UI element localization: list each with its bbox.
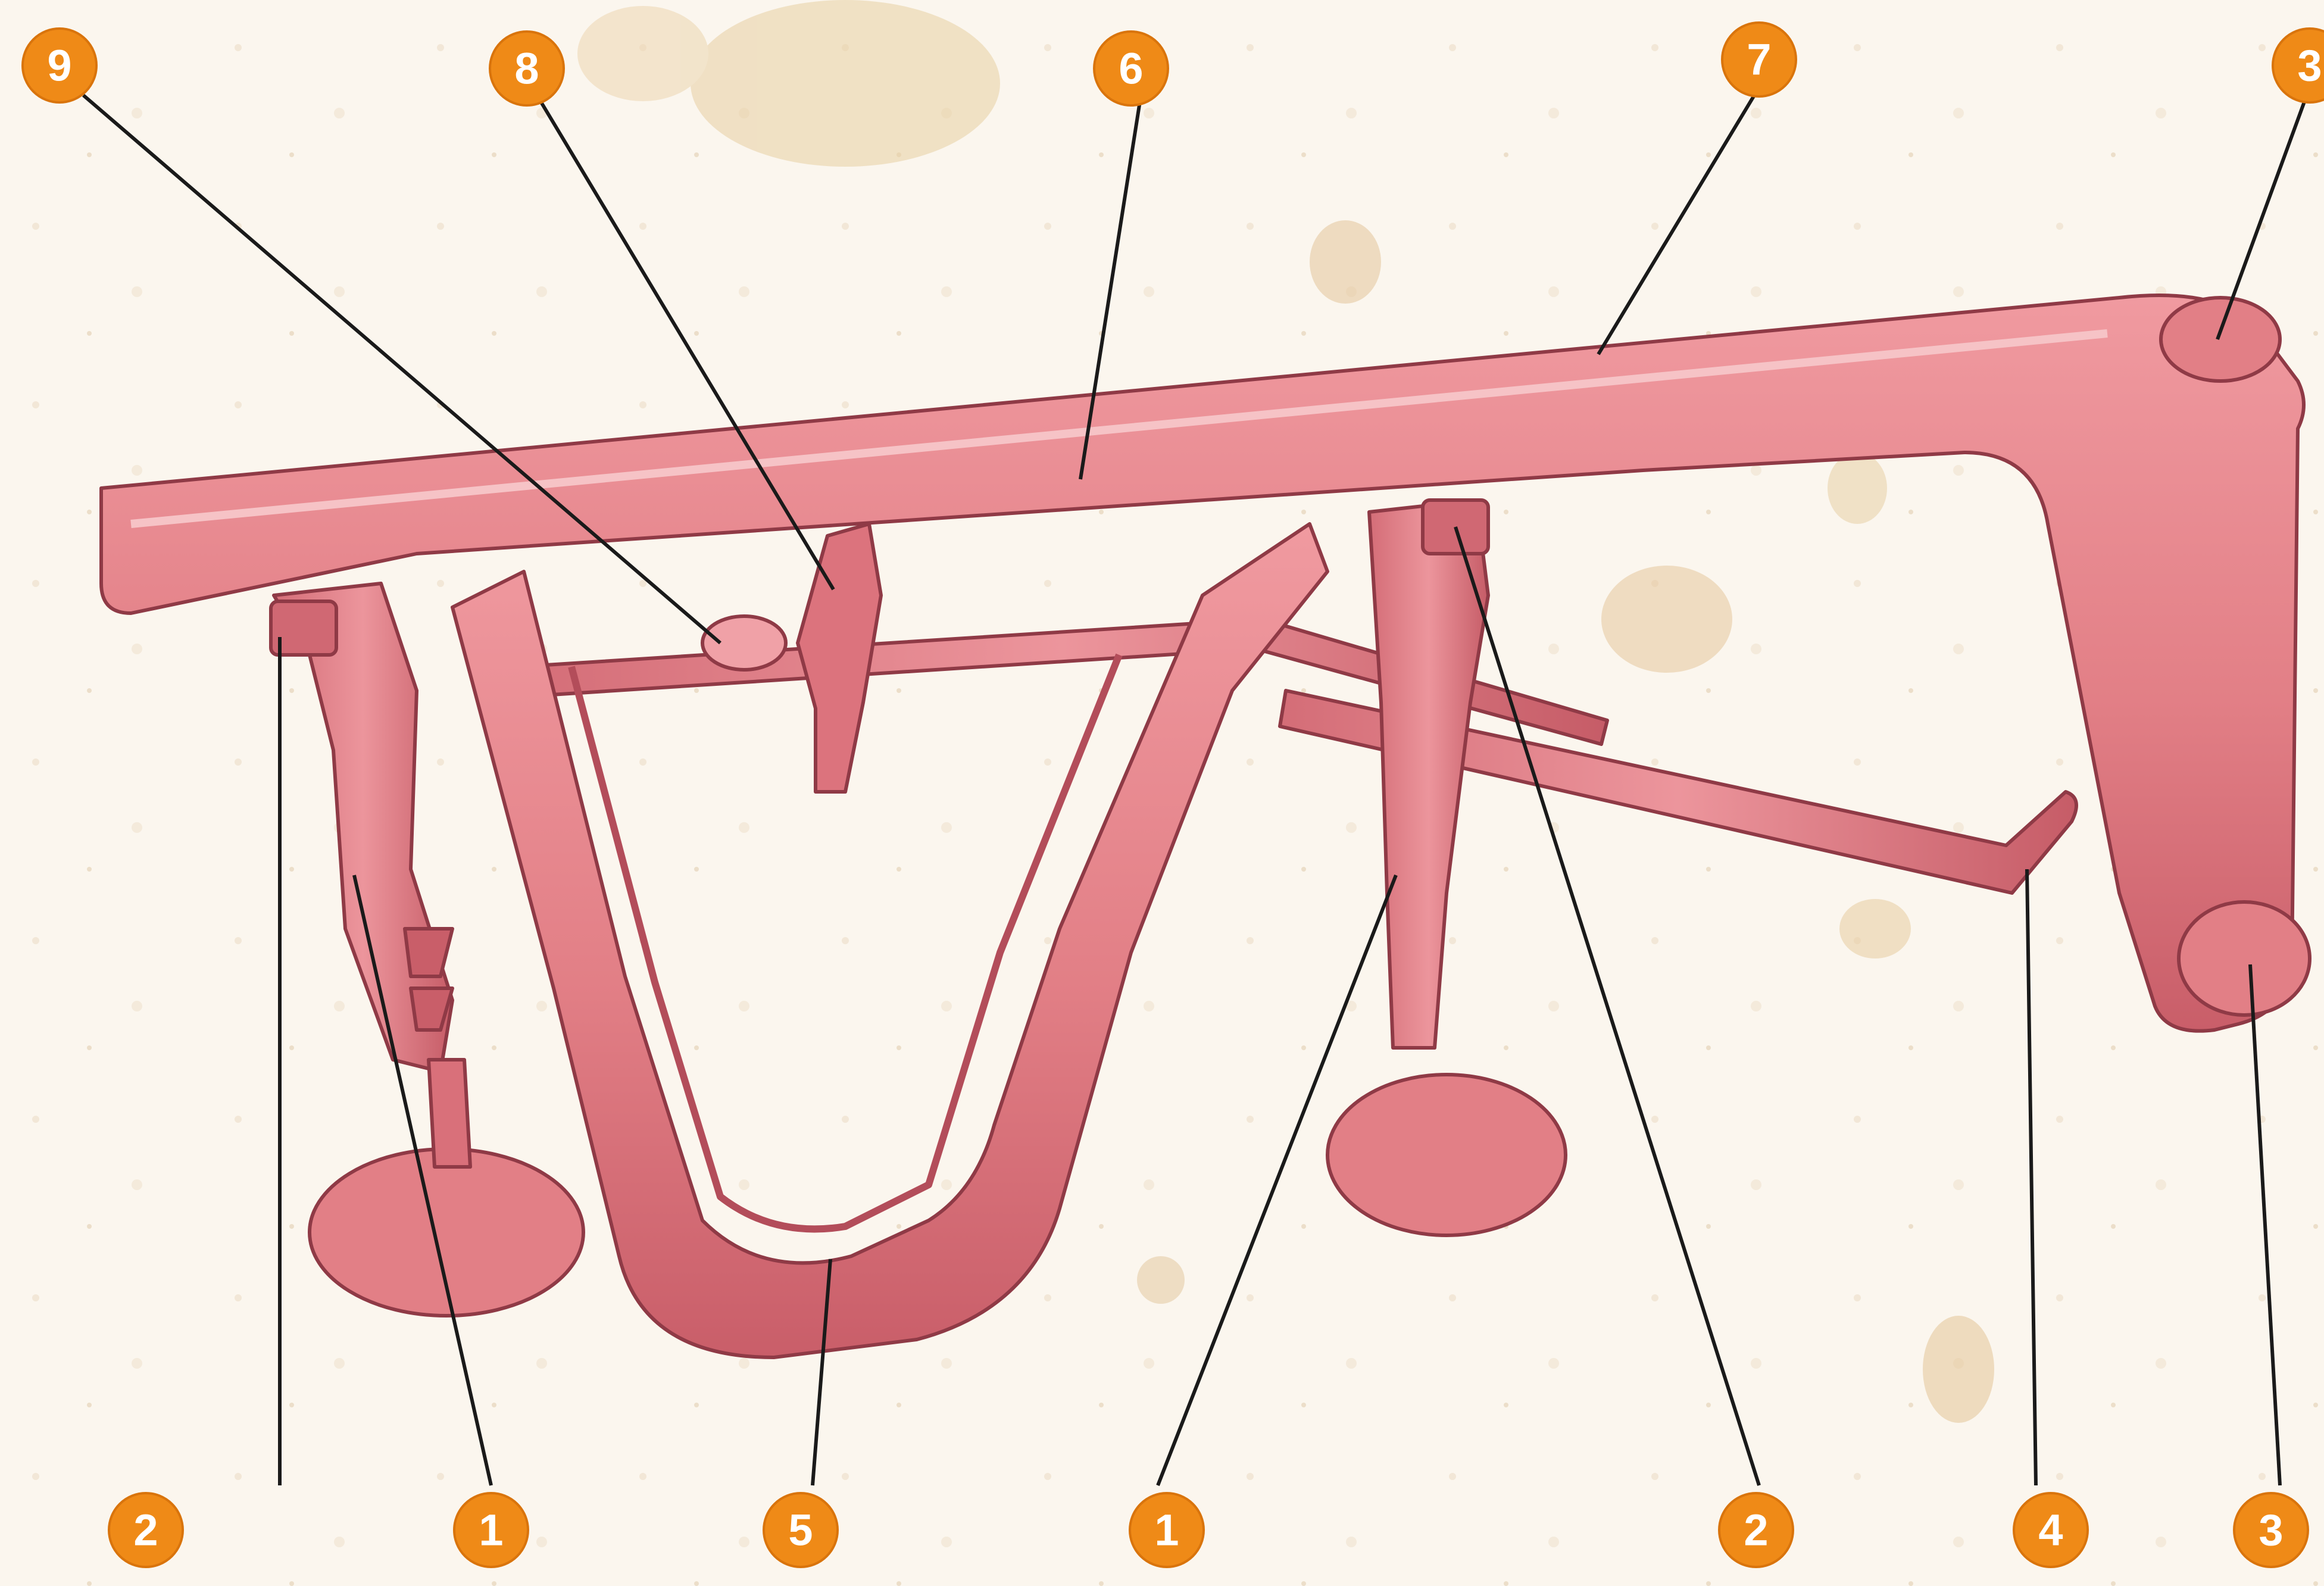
callout-3-bottom-label: 3	[2259, 1506, 2283, 1555]
leader-8	[537, 97, 835, 591]
callout-1-left-label: 1	[479, 1506, 503, 1555]
callout-3-bottom: 3	[2233, 1492, 2309, 1568]
callout-9-label: 9	[47, 41, 71, 90]
callout-8-label: 8	[514, 44, 539, 93]
callout-5: 5	[763, 1492, 839, 1568]
callout-1-right-label: 1	[1154, 1506, 1179, 1555]
leader-1-left	[352, 875, 493, 1486]
leader-5	[811, 1259, 832, 1486]
paper-stains	[577, 0, 1994, 1423]
callout-1-right: 1	[1129, 1492, 1205, 1568]
left-spring	[403, 927, 454, 1032]
u-frame-inner-edge	[568, 653, 1123, 1233]
top-bar-highlight	[130, 329, 2108, 528]
right-foot-pad	[1326, 1073, 1567, 1237]
left-clamp-block	[269, 600, 338, 657]
callout-2-left: 2	[108, 1492, 184, 1568]
callout-9: 9	[21, 27, 98, 104]
callout-7-label: 7	[1747, 35, 1771, 85]
callout-4-label: 4	[2038, 1506, 2063, 1555]
leader-3-bottom	[2248, 964, 2282, 1486]
callout-2-right: 2	[1718, 1492, 1794, 1568]
end-knob-bottom	[2177, 900, 2311, 1017]
leader-1-right	[1156, 874, 1398, 1487]
leader-2-right	[1454, 526, 1761, 1486]
lever-rod	[1278, 689, 2078, 895]
callout-badges: 9 8 6 7 3 2	[21, 21, 2324, 1568]
callout-2-right-label: 2	[1744, 1506, 1768, 1555]
ring-piece	[701, 614, 788, 672]
leader-lines	[82, 91, 2309, 1487]
callout-1-left: 1	[453, 1492, 529, 1568]
clamp-screw	[796, 522, 883, 794]
leader-4	[2025, 869, 2038, 1486]
leader-9	[82, 93, 721, 645]
leader-3-top	[2216, 94, 2309, 341]
callout-6: 6	[1093, 30, 1169, 107]
callout-2-left-label: 2	[133, 1506, 158, 1555]
instrument-body	[99, 294, 2311, 1359]
end-knob-top	[2159, 296, 2282, 383]
leader-7	[1597, 91, 1758, 355]
callout-3-top-label: 3	[2297, 41, 2322, 90]
left-stem	[427, 1058, 472, 1169]
callout-7: 7	[1721, 21, 1797, 98]
callout-3-top: 3	[2272, 27, 2324, 104]
callout-6-label: 6	[1119, 44, 1143, 93]
callout-4: 4	[2013, 1492, 2089, 1568]
u-frame	[451, 522, 1329, 1359]
callout-5-label: 5	[788, 1506, 813, 1555]
leader-6	[1079, 101, 1142, 480]
callout-8: 8	[489, 30, 565, 107]
